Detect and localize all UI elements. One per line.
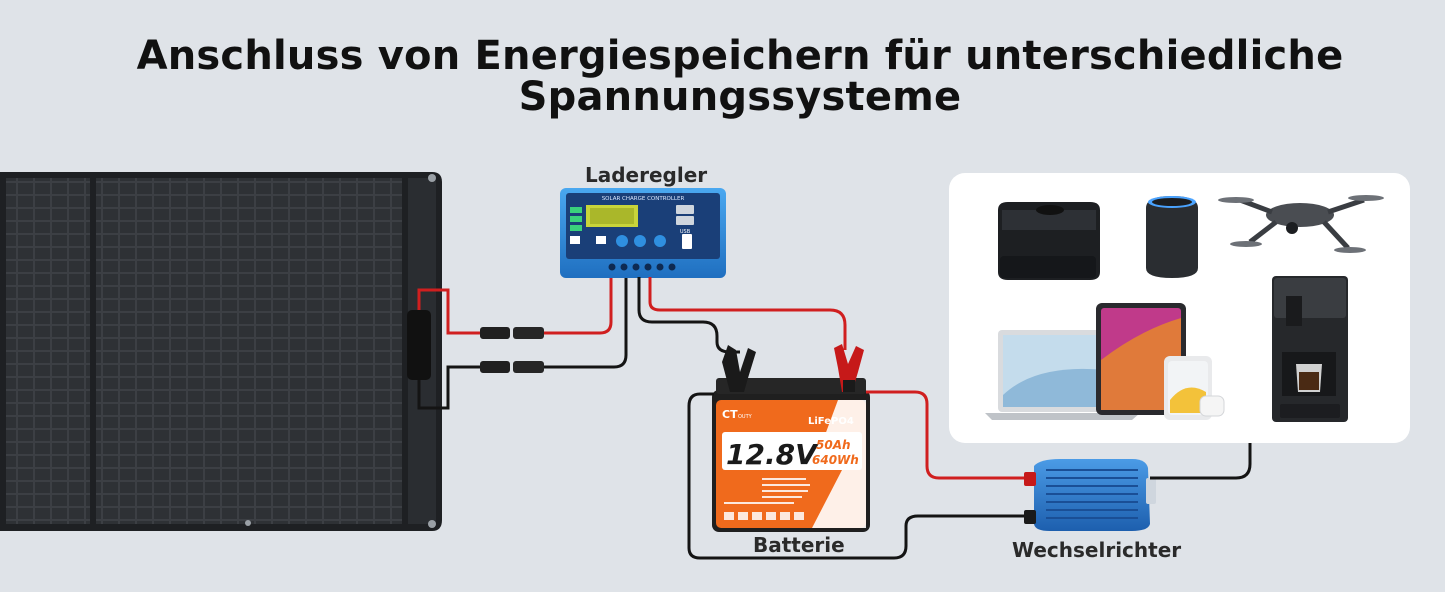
battery-energy: 640Wh — [812, 453, 859, 467]
smart-speaker — [1146, 196, 1198, 278]
controller-to-battery-wires — [637, 277, 847, 354]
inverter — [1024, 459, 1156, 531]
battery-clip-positive — [834, 344, 864, 392]
drone — [1218, 195, 1384, 253]
battery-to-inverter-wires — [687, 390, 1030, 560]
battery: CT OUTY LiFePO4 12.8V 50Ah 640Wh — [712, 372, 870, 532]
controller-label: Laderegler — [585, 163, 708, 187]
battery-clip-negative — [722, 345, 756, 392]
solar-panel — [0, 172, 442, 531]
earbuds — [1199, 395, 1225, 417]
controller-header: SOLAR CHARGE CONTROLLER — [602, 196, 685, 202]
tablet — [1096, 303, 1186, 415]
page-title: Anschluss von Energiespeichern für unter… — [0, 36, 1445, 118]
projector — [998, 202, 1100, 280]
coffee-machine — [1272, 276, 1348, 422]
battery-brand-sub: OUTY — [738, 414, 753, 420]
inverter-label: Wechselrichter — [1012, 538, 1182, 562]
panel-to-controller-wires — [417, 277, 628, 410]
battery-label: Batterie — [753, 533, 845, 557]
charge-controller: SOLAR CHARGE CONTROLLER USB — [560, 188, 726, 278]
battery-voltage: 12.8V — [726, 438, 819, 471]
title-line-2: Spannungssysteme — [518, 74, 962, 120]
controller-usb-label: USB — [680, 229, 691, 235]
battery-capacity: 50Ah — [816, 438, 851, 452]
inverter-to-devices-wire — [1150, 443, 1252, 480]
battery-brand: CT — [722, 408, 738, 421]
title-line-1: Anschluss von Energiespeichern für unter… — [136, 33, 1344, 79]
battery-chemistry: LiFePO4 — [808, 416, 854, 427]
